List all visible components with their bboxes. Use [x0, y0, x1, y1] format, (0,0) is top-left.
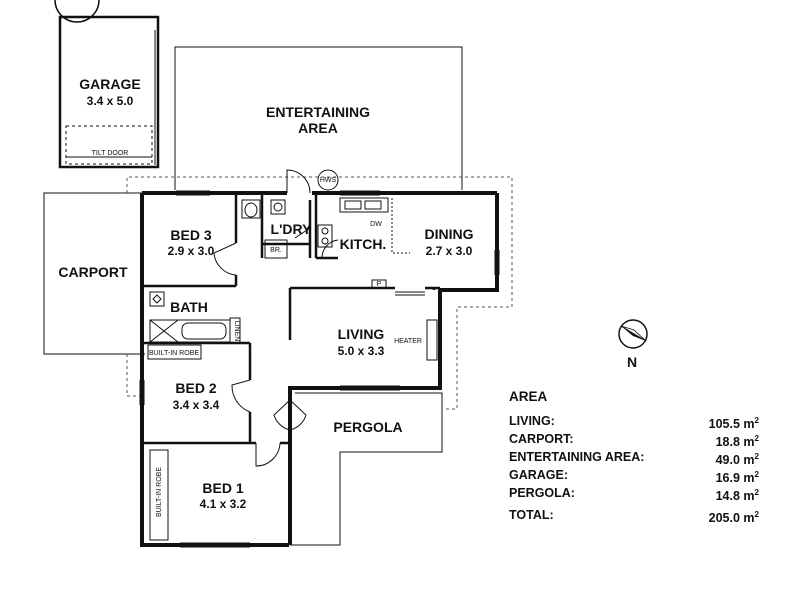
dining-dims: 2.7 x 3.0: [426, 244, 473, 258]
carport-label: CARPORT: [58, 264, 128, 280]
pergola-outline: [290, 392, 443, 546]
area-unit-exp: 2: [754, 416, 759, 425]
area-row-value: 14.8: [715, 489, 740, 503]
area-row-value-cell: 18.8 m2: [715, 430, 759, 449]
laundry-trough-icon: [270, 199, 286, 215]
toilet-icon: [241, 199, 261, 219]
area-row: CARPORT: 18.8 m2: [509, 430, 759, 449]
kitchen-sink-icon: [339, 197, 389, 213]
fixtures: [147, 169, 438, 541]
area-unit: m: [743, 471, 755, 485]
area-row-value-cell: 49.0 m2: [715, 448, 759, 467]
area-unit-exp: 2: [754, 470, 759, 479]
area-unit: m: [743, 511, 755, 525]
area-unit: m: [743, 435, 755, 449]
fixture-labels: HWS DW BR. P LINEN HEATER BUILT-IN ROBE …: [149, 177, 422, 517]
area-row-label: CARPORT:: [509, 432, 574, 446]
garage-dims: 3.4 x 5.0: [87, 94, 134, 108]
area-row-value-cell: 16.9 m2: [715, 466, 759, 485]
bed2-label: BED 2: [175, 380, 216, 396]
area-unit: m: [743, 453, 755, 467]
compass: N: [618, 319, 648, 370]
area-unit: m: [743, 489, 755, 503]
garage-label: GARAGE: [79, 76, 140, 92]
area-row: ENTERTAINING AREA: 49.0 m2: [509, 448, 759, 467]
bed3-dims: 2.9 x 3.0: [168, 244, 215, 258]
robe-upper-label: BUILT-IN ROBE: [149, 350, 199, 357]
entertaining-area-outline: [174, 46, 463, 190]
windows: [139, 190, 500, 548]
garage-door-label: TILT DOOR: [92, 150, 129, 157]
entertaining-label-1: ENTERTAINING: [266, 104, 370, 120]
laundry-label: L'DRY: [271, 221, 313, 237]
area-total-value: 205.0: [708, 511, 740, 525]
area-row-value: 49.0: [715, 453, 740, 467]
robe-upper: [147, 344, 202, 360]
dining-label: DINING: [425, 226, 474, 242]
pantry-label: P: [377, 281, 382, 288]
area-total-value-cell: 205.0 m2: [708, 506, 759, 525]
area-row: LIVING: 105.5 m2: [509, 412, 759, 431]
pergola-label: PERGOLA: [333, 419, 402, 435]
area-total-row: TOTAL: 205.0 m2: [509, 506, 759, 525]
robe-lower-label: BUILT-IN ROBE: [156, 467, 163, 517]
area-row-label: ENTERTAINING AREA:: [509, 450, 645, 464]
area-unit-exp: 2: [754, 510, 759, 519]
heater-icon: [426, 319, 438, 361]
heater-label: HEATER: [394, 338, 422, 345]
area-row: PERGOLA: 14.8 m2: [509, 484, 759, 503]
area-row: GARAGE: 16.9 m2: [509, 466, 759, 485]
hws-label: HWS: [320, 177, 337, 184]
area-row-value: 105.5: [708, 417, 740, 431]
linen-cupboard: [229, 317, 241, 344]
room-labels: GARAGE 3.4 x 5.0 ENTERTAINING AREA CARPO…: [58, 76, 473, 511]
area-row-label: PERGOLA:: [509, 486, 575, 500]
broom-cupboard: [264, 239, 288, 259]
broom-label: BR.: [270, 247, 282, 254]
area-title: AREA: [509, 389, 548, 404]
area-row-value-cell: 14.8 m2: [715, 484, 759, 503]
dishwasher-label: DW: [370, 221, 382, 228]
exterior-walls: [140, 191, 499, 547]
compass-north-label: N: [627, 354, 637, 370]
living-dims: 5.0 x 3.3: [338, 344, 385, 358]
area-unit-exp: 2: [754, 434, 759, 443]
hot-water-system-icon: [317, 169, 339, 191]
bed1-dims: 4.1 x 3.2: [200, 497, 247, 511]
area-total-label: TOTAL:: [509, 508, 554, 522]
basin-icon: [149, 291, 165, 307]
kitchen-label: KITCH.: [340, 236, 387, 252]
eave-lines: [126, 176, 513, 410]
entertaining-label-2: AREA: [298, 120, 338, 136]
doors: [213, 169, 339, 467]
pantry-box: [371, 279, 387, 289]
area-row-value: 18.8: [715, 435, 740, 449]
bed1-label: BED 1: [202, 480, 243, 496]
garage: TILT DOOR: [58, 15, 160, 169]
bath-label: BATH: [170, 299, 208, 315]
cooktop-icon: [317, 224, 333, 248]
area-row-label: GARAGE:: [509, 468, 569, 482]
area-unit: m: [743, 417, 755, 431]
living-label: LIVING: [338, 326, 385, 342]
robe-lower: [149, 449, 169, 541]
logo-circle-fragment: [54, 0, 100, 23]
area-row-value: 16.9: [715, 471, 740, 485]
bed2-dims: 3.4 x 3.4: [173, 398, 220, 412]
linen-label: LINEN: [233, 321, 240, 342]
area-unit-exp: 2: [754, 488, 759, 497]
area-row-value-cell: 105.5 m2: [708, 412, 759, 431]
area-unit-exp: 2: [754, 452, 759, 461]
carport-outline: [43, 192, 145, 355]
area-row-label: LIVING:: [509, 414, 555, 428]
bed3-label: BED 3: [170, 227, 211, 243]
